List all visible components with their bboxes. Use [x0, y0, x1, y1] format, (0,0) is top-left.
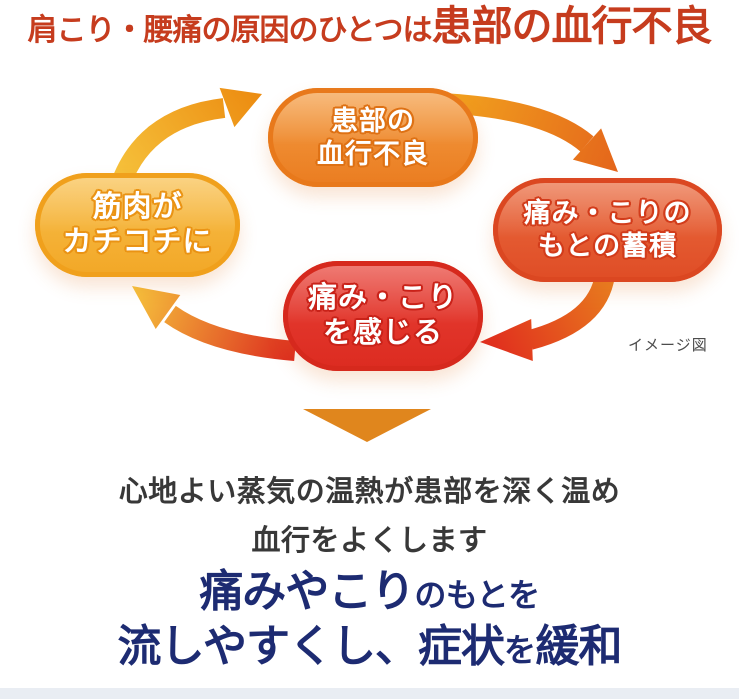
node-line-1: 痛み・こりの [523, 198, 692, 229]
down-arrow-icon [303, 409, 431, 442]
title-emphasis-text: 患部の血行不良 [431, 3, 712, 49]
headline-big-text: 緩和 [535, 622, 623, 672]
benefit-headline-line-1: 痛みやこりのもとを [0, 564, 739, 619]
node-line-2: を感じる [322, 317, 443, 349]
cycle-node-label: 患部の血行不良 [317, 105, 429, 171]
benefit-headline-line-2: 流しやすくし、症状を緩和 [0, 619, 739, 674]
node-line-2: 血行不良 [317, 138, 429, 169]
node-line-2: カチコチに [62, 226, 213, 258]
body-line-2: 血行をよくします [251, 524, 488, 557]
title-prefix-text: 肩こり・腰痛の原因のひとつは [27, 14, 433, 47]
body-copy: 心地よい蒸気の温熱が患部を深く温め 血行をよくします [0, 468, 739, 565]
body-line-1: 心地よい蒸気の温熱が患部を深く温め [118, 476, 621, 508]
arrow-right-to-bottom [480, 272, 615, 361]
headline-small-text: を [504, 632, 536, 669]
node-line-2: もとの蓄積 [537, 231, 678, 261]
node-line-1: 筋肉が [92, 190, 183, 223]
cycle-node-label: 痛み・こりのもとの蓄積 [524, 197, 692, 263]
cycle-node-feel-pain: 痛み・こりを感じる [283, 261, 483, 371]
arrow-bottom-to-left [132, 286, 296, 361]
footer-band [0, 688, 739, 699]
node-line-1: 痛み・こり [307, 281, 458, 314]
headline-small-text: のもとを [414, 577, 540, 613]
page-title: 肩こり・腰痛の原因のひとつは患部の血行不良 [0, 3, 739, 49]
image-caption: イメージ図 [628, 337, 708, 354]
cycle-node-label: 筋肉がカチコチに [62, 190, 212, 261]
benefit-headline: 痛みやこりのもとを 流しやすくし、症状を緩和 [0, 564, 739, 675]
cycle-node-stiff-muscles: 筋肉がカチコチに [35, 173, 240, 277]
cycle-node-label: 痛み・こりを感じる [308, 281, 458, 352]
headline-big-text: 流しやすくし、症状 [117, 622, 505, 672]
headline-big-text: 痛みやこり [199, 567, 415, 616]
cycle-node-pain-source-accumulates: 痛み・こりのもとの蓄積 [493, 178, 722, 282]
node-line-1: 患部の [331, 105, 415, 136]
cycle-node-poor-circulation: 患部の血行不良 [268, 88, 478, 187]
